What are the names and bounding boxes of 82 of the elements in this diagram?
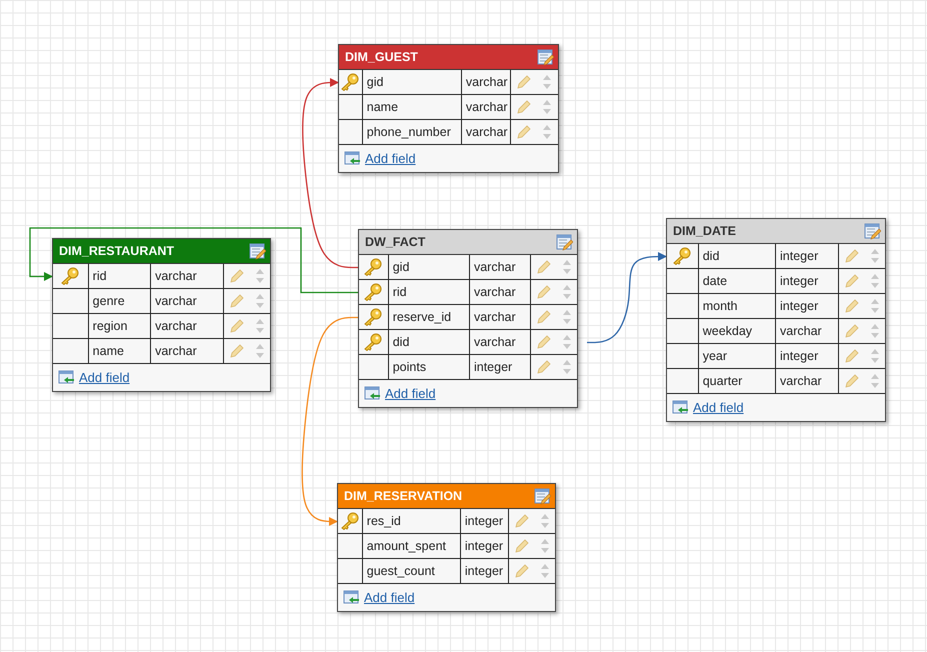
field-type: varchar [154,344,197,358]
field-type: varchar [779,324,822,338]
table-row [667,369,885,394]
table-row [667,269,885,294]
table-row [667,244,885,269]
table-title: DIM_DATE [673,224,736,238]
field-type: integer [472,360,512,374]
table-title: DW_FACT [365,235,426,249]
table-row [339,95,558,120]
field-name: phone_number [366,125,451,139]
field-name: name [366,100,398,114]
add-field-link: Add field [364,590,415,605]
field-type: integer [779,349,818,363]
table-row [338,509,555,534]
field-name: res_id [366,514,401,528]
relationship-arrow [587,252,667,344]
table-row [359,355,577,380]
table-row [667,294,885,319]
table-row [53,264,270,289]
field-type: varchar [779,374,822,388]
table-row [338,559,555,584]
field-type: integer [779,299,818,313]
table-row [53,314,270,339]
field-name: weekday [702,324,752,338]
field-name: reserve_id [392,310,452,324]
field-name: region [92,319,128,333]
table-card [52,238,271,392]
table-title: DIM_RESERVATION [344,489,462,503]
table-card [338,44,559,173]
table-row [667,344,885,369]
field-type: integer [464,539,504,553]
relationship-arrow [29,227,359,294]
field-type: varchar [154,269,197,283]
add-field-link: Add field [365,151,416,166]
field-name: amount_spent [366,539,446,553]
table-row [53,289,270,314]
field-name: gid [366,75,384,89]
table-card [666,218,886,422]
field-name: genre [92,294,125,308]
table-title: DIM_GUEST [345,50,418,64]
field-type: varchar [472,335,516,349]
table-card [358,229,578,408]
field-type: varchar [154,319,197,333]
table-row [359,255,577,280]
table-row [339,120,558,145]
relationship-arrow [302,78,359,268]
field-name: points [392,360,426,374]
field-name: did [392,335,410,349]
add-field-link: Add field [693,400,744,415]
add-field-link: Add field [385,386,436,401]
add-field-link: Add field [79,370,130,385]
field-type: varchar [472,260,516,274]
field-type: varchar [464,100,508,114]
table-row [359,280,577,305]
field-name: gid [392,260,410,274]
table-title: DIM_RESTAURANT [59,244,174,258]
field-type: integer [464,514,504,528]
field-name: month [702,299,738,313]
field-type: varchar [464,125,508,139]
field-name: rid [92,269,107,283]
table-row [667,319,885,344]
field-name: rid [392,285,407,299]
field-name: did [702,249,720,263]
field-name: date [702,274,728,288]
table-row [338,534,555,559]
field-name: year [702,349,728,363]
table-row [359,330,577,355]
field-type: varchar [472,310,516,324]
field-type: varchar [154,294,197,308]
field-type: integer [464,564,504,578]
table-row [53,339,270,364]
field-type: varchar [472,285,516,299]
table-row [339,70,558,95]
field-name: quarter [702,374,742,388]
table-card [337,483,556,612]
field-type: varchar [464,75,508,89]
field-type: integer [779,249,818,263]
field-type: integer [779,274,818,288]
table-row [359,305,577,330]
field-name: guest_count [366,564,435,578]
field-name: name [92,344,124,358]
relationship-arrow [301,316,359,526]
